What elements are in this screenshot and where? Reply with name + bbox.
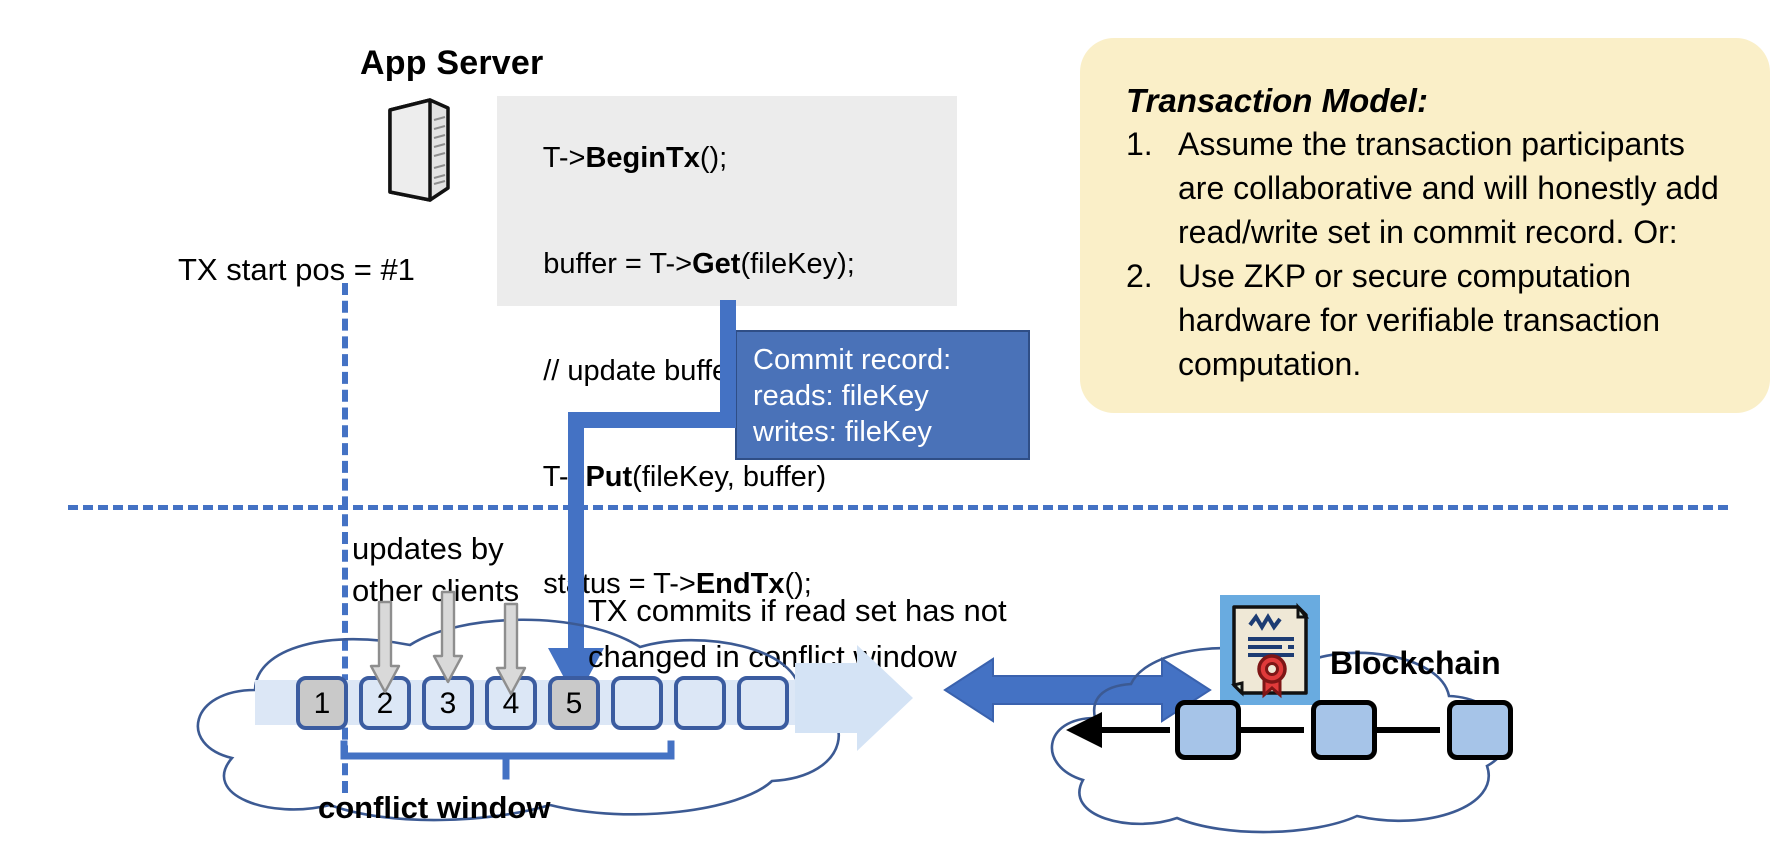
- note-panel-title: Transaction Model:: [1126, 82, 1428, 119]
- tx-start-position-label: TX start pos = #1: [178, 252, 415, 287]
- log-entry-6[interactable]: [611, 676, 663, 730]
- commit-record-reads: reads: fileKey: [753, 380, 929, 412]
- transaction-model-note-panel: Transaction Model: 1. Assume the transac…: [1080, 38, 1770, 413]
- code-keyword: Get: [692, 248, 741, 280]
- blockchain-block-3[interactable]: [1447, 700, 1513, 760]
- conflict-window-label: conflict window: [318, 790, 551, 825]
- note-panel-list: 1. Assume the transaction participants a…: [1080, 122, 1770, 386]
- commit-record-writes: writes: fileKey: [753, 416, 932, 448]
- blockchain-block-1[interactable]: [1175, 700, 1241, 760]
- log-cloud-shape: [160, 595, 890, 822]
- log-entry-3[interactable]: 3: [422, 676, 474, 730]
- code-text: buffer = T->: [543, 248, 693, 280]
- code-keyword: EndTx: [695, 567, 785, 600]
- commit-flow-arrow: [548, 300, 760, 700]
- certificate-seal-icon: [1220, 595, 1320, 705]
- code-line: T->Put(fileKey, buffer): [497, 425, 957, 532]
- code-text: (fileKey, buffer): [632, 461, 827, 493]
- list-item-number: 1.: [1126, 126, 1153, 162]
- list-item: 2. Use ZKP or secure computation hardwar…: [1126, 254, 1770, 386]
- log-entry-label: 5: [565, 687, 583, 720]
- log-growth-arrow: [795, 645, 915, 755]
- list-item-number: 2.: [1126, 258, 1153, 294]
- bidirectional-sync-arrow: [943, 655, 1212, 725]
- log-entry-label: 1: [313, 687, 331, 720]
- log-entry-label: 3: [439, 687, 457, 720]
- list-item-text: Use ZKP or secure computation hardware f…: [1178, 258, 1661, 382]
- code-text: // update buffer;: [543, 354, 746, 387]
- code-line: T->BeginTx();: [497, 96, 957, 212]
- update-arrow-2: [432, 590, 464, 684]
- code-line: buffer = T->Get(fileKey);: [497, 212, 957, 319]
- page-title-app-server: App Server: [360, 44, 544, 82]
- blockchain-link-arrows: [1060, 700, 1480, 760]
- code-text: (fileKey);: [740, 248, 855, 280]
- commit-record-title: Commit record:: [753, 344, 952, 376]
- layer-divider-dashed-line: [68, 505, 1728, 510]
- log-entry-8[interactable]: [737, 676, 789, 730]
- log-entry-label: 4: [502, 687, 520, 720]
- code-line: // update buffer;: [497, 318, 957, 425]
- code-keyword: BeginTx: [585, 141, 700, 174]
- blockchain-cloud-shape: [1035, 640, 1525, 834]
- code-snippet-panel: T->BeginTx(); buffer = T->Get(fileKey); …: [497, 96, 957, 600]
- update-arrow-1: [369, 600, 401, 694]
- blockchain-label: Blockchain: [1330, 645, 1501, 681]
- conflict-window-brace: [340, 740, 675, 784]
- code-text: ();: [784, 567, 812, 600]
- code-text: ();: [699, 141, 728, 174]
- log-entry-1[interactable]: 1: [296, 676, 348, 730]
- log-entry-label: 2: [376, 687, 394, 720]
- code-text: T->: [542, 141, 586, 174]
- log-entry-7[interactable]: [674, 676, 726, 730]
- code-keyword: Put: [585, 461, 633, 493]
- list-item-text: Assume the transaction participants are …: [1178, 126, 1719, 250]
- blockchain-block-2[interactable]: [1311, 700, 1377, 760]
- list-item: 1. Assume the transaction participants a…: [1126, 122, 1770, 254]
- server-tower-icon: [382, 96, 454, 206]
- tx-start-marker-line: [342, 283, 348, 793]
- commit-record-box: Commit record: reads: fileKey writes: fi…: [735, 330, 1030, 460]
- log-entry-5[interactable]: 5: [548, 676, 600, 730]
- update-arrow-3: [495, 602, 527, 696]
